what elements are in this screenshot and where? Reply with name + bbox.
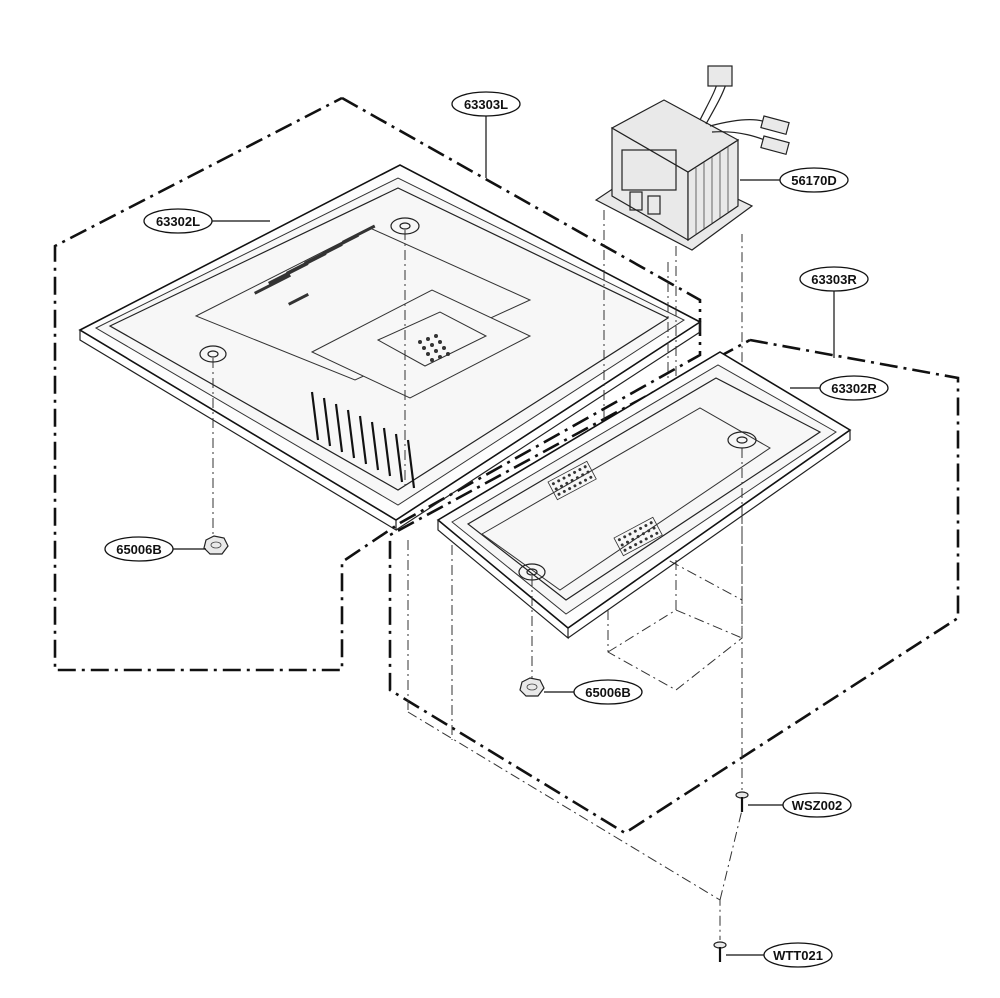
svg-text:63302L: 63302L [156,214,200,229]
base-plate-right [436,351,852,640]
perforation-grid-right [547,460,663,557]
lower-guide-box [607,600,743,691]
label-63302R: 63302R [819,375,889,401]
base-plate-left [78,164,702,532]
svg-text:65006B: 65006B [116,542,162,557]
svg-text:56170D: 56170D [791,173,837,188]
leader-lines [172,116,835,956]
perforation-grid-left [418,334,450,362]
group-outline-left [53,96,702,672]
svg-text:65006B: 65006B [585,685,631,700]
label-63303L: 63303L [451,91,521,117]
vent-slots-top-left [254,224,376,306]
label-63302L: 63302L [143,208,213,234]
vent-slots-side-left [310,391,416,489]
group-outline-right [388,338,960,835]
svg-text:WTT021: WTT021 [773,948,823,963]
transformer-56170D [594,65,790,251]
svg-text:WSZ002: WSZ002 [792,798,843,813]
label-63303R: 63303R [799,266,869,292]
nut-65006B-right [519,677,545,697]
label-65006B-left: 65006B [104,536,174,562]
label-56170D: 56170D [779,167,849,193]
label-65006B-right: 65006B [573,679,643,705]
svg-text:63303R: 63303R [811,272,857,287]
label-WTT021: WTT021 [763,942,833,968]
screw-WSZ002 [735,791,749,812]
label-WSZ002: WSZ002 [782,792,852,818]
screw-WTT021 [713,941,727,962]
nut-65006B-left [203,535,229,555]
svg-text:63303L: 63303L [464,97,508,112]
svg-text:63302R: 63302R [831,381,877,396]
